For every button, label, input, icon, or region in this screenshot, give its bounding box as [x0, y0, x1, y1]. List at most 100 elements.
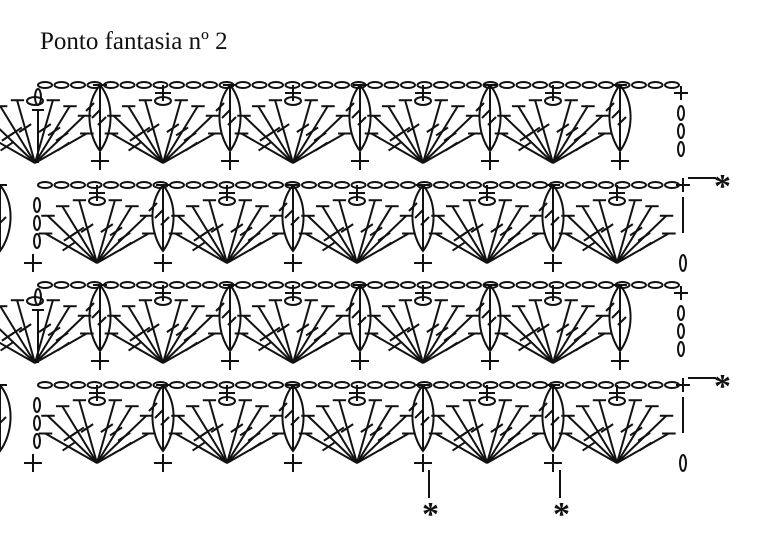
fan-treble-tick — [340, 423, 354, 433]
fan-treble-tick — [406, 123, 420, 133]
chain-oval — [631, 281, 647, 289]
chain-oval — [647, 181, 664, 189]
chain-oval — [383, 81, 400, 89]
edge-chain-oval — [33, 233, 41, 249]
edge-chain-oval — [679, 454, 687, 472]
fan-treble-tick — [360, 423, 374, 433]
chain-oval — [119, 81, 136, 89]
fan-treble-tick — [296, 323, 310, 333]
fan-treble-stroke — [162, 99, 182, 164]
fan-treble-stroke — [191, 405, 228, 464]
chain-oval — [367, 281, 383, 289]
cluster-tick — [284, 209, 294, 219]
chain-oval — [86, 381, 103, 389]
fan-treble-stroke — [503, 315, 554, 364]
fan-treble-tick — [38, 323, 52, 333]
fan-treble-tick — [322, 441, 336, 452]
fan-treble-tick — [109, 226, 123, 237]
fan-treble-stroke — [96, 199, 116, 264]
fan-treble-stroke — [144, 99, 164, 164]
fan-treble-stroke — [567, 415, 618, 464]
fan-treble-tick — [573, 131, 587, 142]
diagram-title: Ponto fantasia nº 2 — [40, 28, 228, 55]
cluster-tick — [408, 202, 418, 212]
fan-treble-tick — [258, 141, 272, 152]
fan-treble-tick — [388, 341, 402, 352]
fan-treble-tick — [638, 241, 652, 252]
fan-treble-stroke — [451, 205, 488, 264]
fan-treble-stroke — [373, 115, 424, 164]
fan-treble-tick — [591, 426, 605, 437]
chain-oval — [400, 281, 416, 289]
cluster-tick — [538, 202, 548, 212]
chain-oval — [251, 181, 268, 189]
fan-treble-stroke — [422, 99, 442, 164]
fan-treble-stroke — [616, 199, 636, 264]
fan-treble-stroke — [292, 105, 329, 164]
cluster-tick — [420, 216, 430, 226]
chain-oval — [119, 381, 136, 389]
fan-treble-tick — [507, 431, 521, 442]
fan-treble-tick — [435, 126, 449, 137]
fan-treble-stroke — [144, 299, 164, 364]
cluster-tick — [475, 302, 485, 312]
fan-treble-stroke — [370, 332, 424, 364]
fan-treble-stroke — [110, 132, 164, 164]
chain-oval — [235, 381, 251, 389]
cluster-tick — [160, 416, 170, 426]
fan-treble-stroke — [486, 405, 523, 464]
chain-oval — [515, 181, 532, 189]
chain-oval — [466, 181, 482, 189]
cluster-tick — [290, 216, 300, 226]
fan-treble-stroke — [113, 115, 164, 164]
fan-treble-tick — [166, 123, 180, 133]
cluster-tick — [278, 202, 288, 212]
fan-treble-stroke — [503, 115, 554, 164]
edge-chain-oval — [33, 197, 41, 213]
fan-treble-stroke — [240, 332, 294, 364]
chain-oval — [251, 281, 268, 289]
chain-oval — [433, 281, 449, 289]
fan-treble-tick — [175, 326, 189, 337]
cluster-tick — [550, 216, 560, 226]
chain-oval — [86, 181, 103, 189]
edge-chain-oval — [33, 433, 41, 449]
chain-oval — [202, 181, 218, 189]
fan-treble-tick — [314, 341, 328, 352]
chain-oval — [647, 281, 664, 289]
chain-oval — [334, 381, 350, 389]
fan-treble-tick — [9, 326, 23, 337]
cluster-tick — [148, 202, 158, 212]
fan-treble-stroke — [0, 105, 36, 164]
chain-oval — [565, 381, 581, 389]
fan-treble-tick — [201, 426, 215, 437]
fan-treble-tick — [47, 326, 61, 337]
chain-oval — [598, 81, 614, 89]
fan-treble-tick — [536, 123, 550, 133]
chain-oval — [152, 81, 169, 89]
fan-treble-tick — [470, 223, 484, 233]
fan-treble-tick — [313, 131, 327, 142]
fan-treble-stroke — [598, 199, 618, 264]
repeat-marker-right-1: * — [714, 168, 731, 205]
fan-treble-tick — [470, 423, 484, 433]
fan-treble-stroke — [564, 232, 618, 264]
cluster-tick — [345, 102, 355, 112]
fan-treble-stroke — [162, 305, 199, 364]
chain-oval — [515, 281, 532, 289]
fan-treble-stroke — [437, 215, 488, 264]
chain-oval — [631, 181, 647, 189]
chain-oval — [37, 181, 53, 189]
fan-treble-tick — [574, 341, 588, 352]
fan-treble-stroke — [387, 305, 424, 364]
fan-treble-stroke — [581, 205, 618, 264]
fan-treble-stroke — [404, 99, 424, 164]
chain-oval — [581, 381, 598, 389]
fan-treble-tick — [313, 331, 327, 342]
fan-treble-stroke — [0, 341, 36, 364]
chain-oval — [317, 281, 334, 289]
fan-treble-tick — [230, 223, 244, 233]
fan-treble-tick — [444, 341, 458, 352]
chain-oval — [301, 81, 317, 89]
fan-treble-stroke — [564, 432, 618, 464]
